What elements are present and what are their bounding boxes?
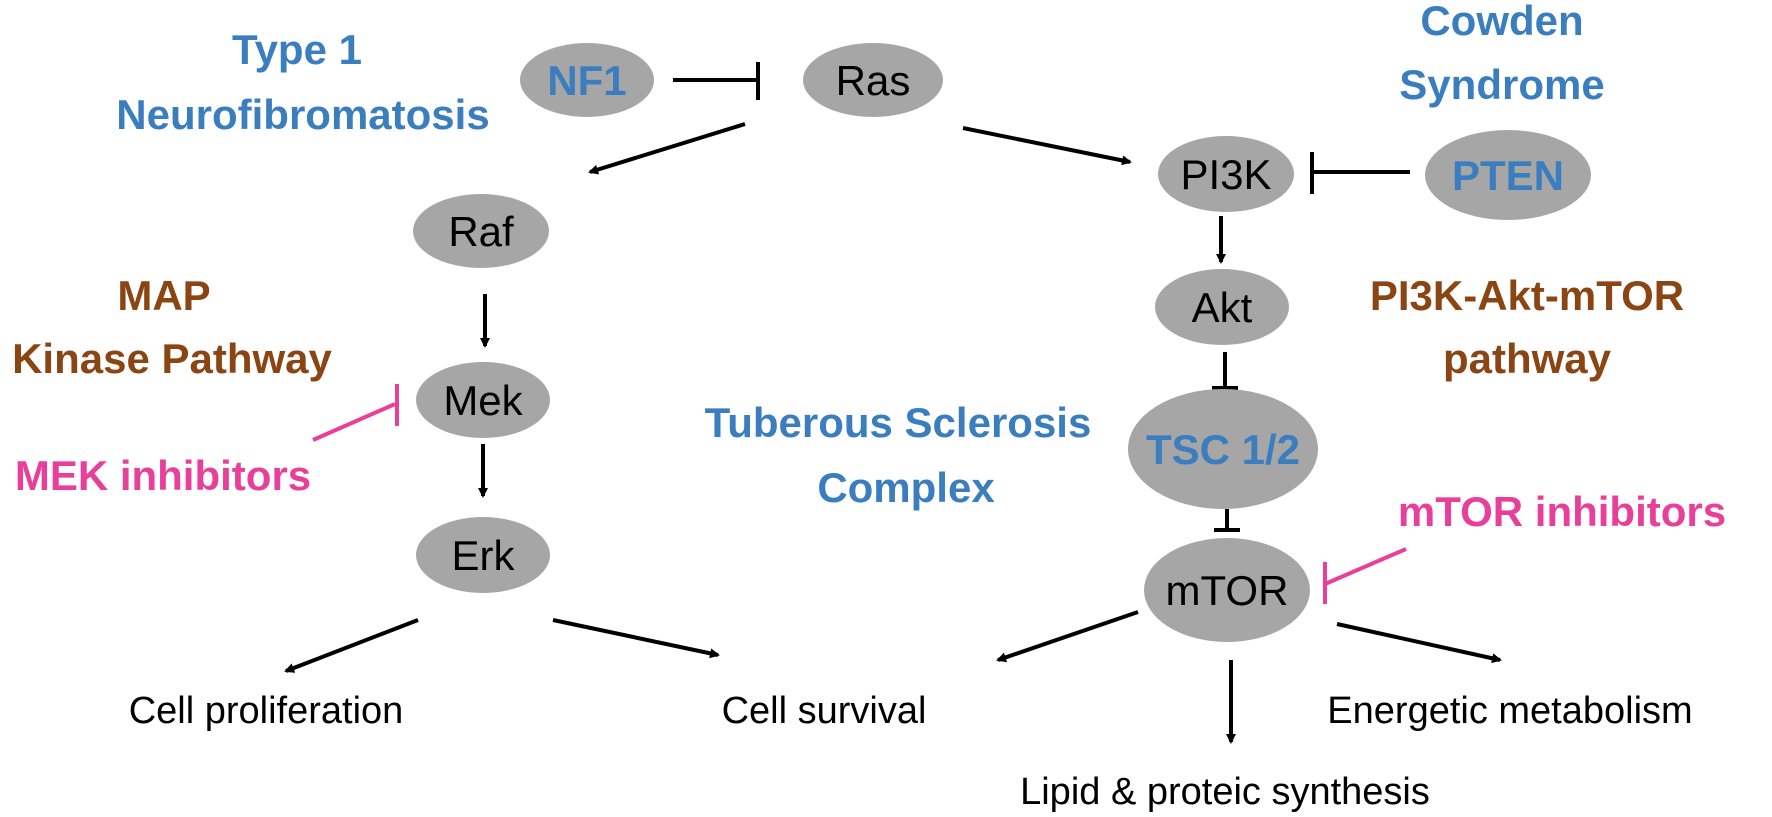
mtor-to-survival-arrow bbox=[996, 610, 1139, 663]
disease-nf1-line1: Type 1 bbox=[232, 26, 362, 73]
node-tsc-shape bbox=[1128, 389, 1318, 509]
erk-to-proliferation-arrow bbox=[284, 618, 419, 673]
connectors bbox=[284, 62, 1502, 744]
pathway-map-line2: Kinase Pathway bbox=[12, 335, 332, 382]
node-nf1-shape bbox=[520, 43, 654, 117]
disease-cowden-line2: Syndrome bbox=[1399, 61, 1604, 108]
node-tsc-label: TSC 1/2 bbox=[1146, 426, 1300, 473]
node-erk-shape bbox=[416, 517, 550, 593]
node-mek-label: Mek bbox=[443, 377, 523, 424]
pathway-labels: MAP Kinase Pathway PI3K-Akt-mTOR pathway bbox=[12, 272, 1684, 382]
node-pi3k-shape bbox=[1158, 136, 1294, 212]
mtor-inhibitor-line bbox=[1324, 547, 1407, 586]
inhibitor-labels: MEK inhibitors mTOR inhibitors bbox=[15, 452, 1726, 535]
disease-labels: Type 1 Neurofibromatosis Cowden Syndrome… bbox=[116, 0, 1604, 511]
inhibitor-connectors bbox=[312, 384, 1407, 604]
erk-to-survival-arrow bbox=[552, 618, 720, 659]
ras-to-pi3k-arrow bbox=[962, 126, 1132, 166]
pathway-pi3k-line2: pathway bbox=[1443, 335, 1612, 382]
node-raf-shape bbox=[413, 194, 549, 268]
disease-tsc-line1: Tuberous Sclerosis bbox=[705, 399, 1092, 446]
node-pten-shape bbox=[1425, 130, 1591, 220]
outcome-proliferation: Cell proliferation bbox=[129, 690, 404, 732]
pathway-pi3k-line1: PI3K-Akt-mTOR bbox=[1370, 272, 1684, 319]
node-erk-label: Erk bbox=[452, 532, 516, 579]
node-mtor: mTOR bbox=[1144, 538, 1310, 642]
node-akt: Akt bbox=[1155, 269, 1289, 345]
disease-cowden-line1: Cowden bbox=[1420, 0, 1583, 44]
disease-tsc-line2: Complex bbox=[817, 464, 995, 511]
node-ras-label: Ras bbox=[836, 57, 911, 104]
node-erk: Erk bbox=[416, 517, 550, 593]
outcome-survival: Cell survival bbox=[722, 690, 927, 732]
node-mtor-shape bbox=[1144, 538, 1310, 642]
pathway-map-line1: MAP bbox=[117, 272, 210, 319]
mek-inhibitor-line bbox=[312, 402, 396, 442]
node-akt-label: Akt bbox=[1192, 284, 1253, 331]
node-nf1: NF1 bbox=[520, 43, 654, 117]
node-ras: Ras bbox=[803, 43, 943, 117]
disease-nf1-line2: Neurofibromatosis bbox=[116, 91, 489, 138]
nodes: NF1 Ras PI3K PTEN Raf Akt Mek TSC 1/2 bbox=[413, 43, 1591, 642]
node-nf1-label: NF1 bbox=[547, 57, 626, 104]
ras-to-raf-arrow bbox=[588, 122, 746, 175]
node-tsc: TSC 1/2 bbox=[1128, 389, 1318, 509]
outcome-metabolism: Energetic metabolism bbox=[1327, 690, 1692, 732]
outcome-synthesis: Lipid & proteic synthesis bbox=[1020, 771, 1430, 813]
node-akt-shape bbox=[1155, 269, 1289, 345]
mtor-inhibitors-label: mTOR inhibitors bbox=[1398, 488, 1726, 535]
node-mtor-label: mTOR bbox=[1166, 567, 1289, 614]
node-pten-label: PTEN bbox=[1452, 152, 1564, 199]
mek-inhibitors-label: MEK inhibitors bbox=[15, 452, 311, 499]
node-mek-shape bbox=[416, 362, 550, 438]
node-pi3k: PI3K bbox=[1158, 136, 1294, 212]
node-raf-label: Raf bbox=[448, 208, 514, 255]
node-mek: Mek bbox=[416, 362, 550, 438]
node-ras-shape bbox=[803, 43, 943, 117]
node-raf: Raf bbox=[413, 194, 549, 268]
mtor-to-metabolism-arrow bbox=[1336, 622, 1502, 664]
node-pten: PTEN bbox=[1425, 130, 1591, 220]
node-pi3k-label: PI3K bbox=[1180, 151, 1271, 198]
outcome-labels: Cell proliferation Cell survival Energet… bbox=[129, 690, 1693, 813]
